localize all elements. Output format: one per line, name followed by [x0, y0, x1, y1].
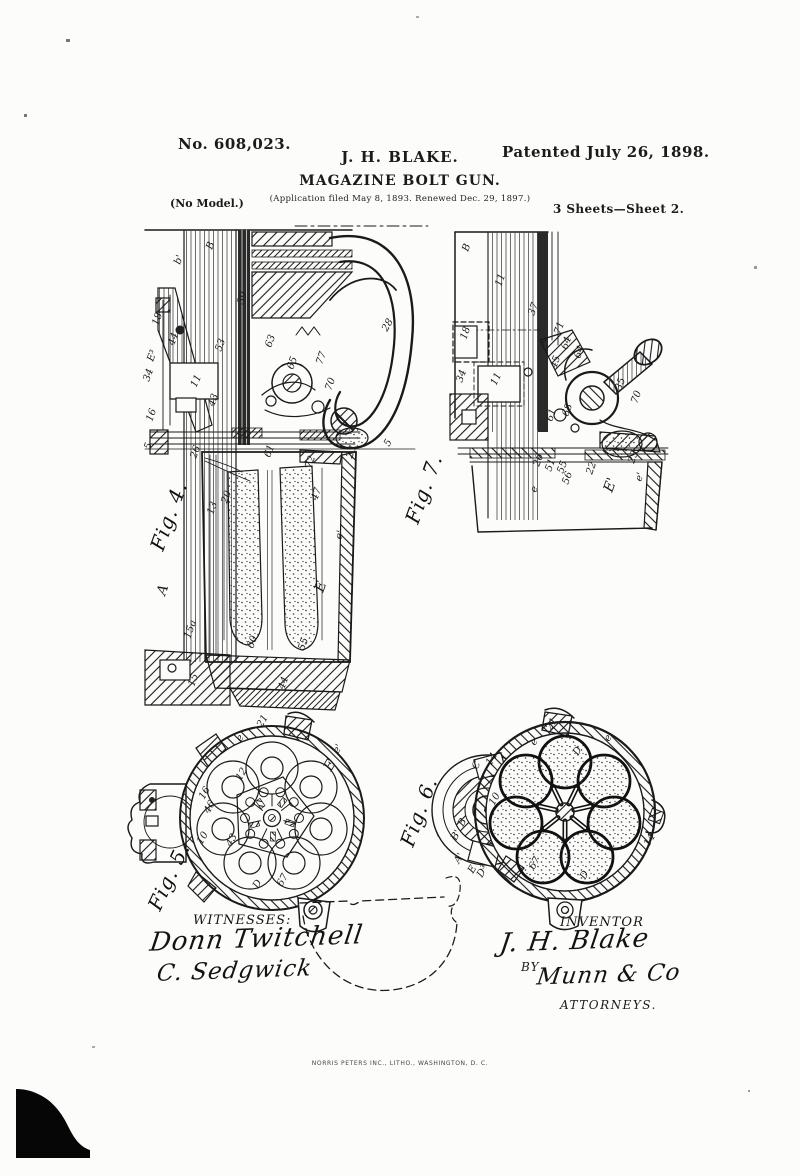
- part-label: 16: [144, 407, 159, 423]
- part-label: e': [633, 471, 646, 483]
- dashed-guard-outline: [299, 875, 461, 992]
- scan-speck: [416, 16, 419, 18]
- inventor-name-heading: J. H. BLAKE.: [341, 148, 459, 166]
- inventor-signature: J. H. Blake: [497, 923, 652, 959]
- part-label: 26: [188, 444, 203, 461]
- part-label: 55: [555, 459, 570, 475]
- part-label: 61: [262, 443, 277, 459]
- part-label: E³: [145, 349, 160, 364]
- part-label: 43: [206, 392, 221, 409]
- part-label: 34: [454, 368, 469, 384]
- part-label: e: [234, 733, 247, 744]
- part-label: 20: [219, 489, 234, 506]
- patent-number: No. 608,023.: [178, 135, 291, 153]
- part-label: 60: [245, 634, 260, 650]
- part-label: 18: [150, 311, 165, 327]
- part-label: E': [600, 476, 620, 496]
- part-label: 5: [142, 441, 155, 451]
- patent-date: Patented July 26, 1898.: [502, 143, 710, 161]
- figure-6-drawing: [431, 707, 666, 931]
- part-label: e: [528, 737, 541, 748]
- part-label: 13: [205, 500, 220, 516]
- application-line: (Application filed May 8, 1893. Renewed …: [269, 194, 531, 204]
- scan-speck: [66, 39, 70, 42]
- part-label: 44: [276, 675, 291, 692]
- scan-speck: [24, 114, 27, 117]
- part-label: B': [449, 828, 464, 843]
- part-label: 56: [560, 470, 575, 486]
- part-label: B: [460, 242, 473, 254]
- part-label: b': [172, 254, 185, 266]
- figure-5-drawing: [127, 711, 365, 933]
- part-label: A: [153, 582, 172, 599]
- part-label: 70: [629, 389, 644, 405]
- part-label: 64: [572, 344, 587, 360]
- part-label: 37: [526, 301, 541, 317]
- part-label: 11: [489, 371, 504, 387]
- figure-7-drawing: [449, 231, 669, 533]
- part-label: 70: [323, 376, 338, 392]
- attorney-signature: Munn & Co: [535, 959, 683, 991]
- patent-title: MAGAZINE BOLT GUN.: [299, 173, 501, 189]
- part-label: 26: [531, 452, 546, 469]
- part-label: 15: [186, 672, 201, 688]
- part-label: 77: [314, 350, 329, 366]
- part-label: 45: [548, 354, 563, 371]
- scan-speck: [92, 1046, 95, 1048]
- part-label: 65: [285, 355, 300, 371]
- part-label: A': [452, 851, 467, 866]
- scan-speck: [748, 1090, 750, 1092]
- part-label: B: [204, 240, 217, 252]
- witness-signature-2: C. Sedgwick: [155, 955, 314, 987]
- inventor-heading: INVENTOR: [560, 915, 644, 930]
- part-label: e': [333, 529, 346, 541]
- part-label: 22: [584, 460, 599, 477]
- part-label: 5: [382, 437, 395, 448]
- part-label: 23: [626, 449, 641, 466]
- part-label: 53: [213, 337, 228, 353]
- part-label: 71: [552, 320, 567, 336]
- scan-speck: [754, 266, 757, 269]
- part-label: 44: [166, 331, 181, 348]
- part-label: 68: [560, 402, 575, 418]
- figure-4-drawing: [144, 225, 429, 711]
- part-label: 18: [458, 325, 473, 341]
- scan-artifact-corner: [16, 1089, 90, 1158]
- part-label: 11: [493, 272, 508, 288]
- part-label: 23: [344, 444, 359, 461]
- sheet-note: 3 Sheets—Sheet 2.: [553, 202, 685, 216]
- no-model-note: (No Model.): [170, 197, 244, 210]
- part-label: 34: [141, 367, 156, 383]
- part-label: 11: [189, 373, 204, 389]
- witnesses-heading: WITNESSES:: [193, 913, 292, 928]
- part-label: 47: [309, 486, 324, 503]
- part-label: 63: [263, 333, 278, 349]
- part-label: 64: [559, 335, 574, 351]
- part-label: 51: [543, 457, 558, 473]
- attorneys-label: ATTORNEYS.: [560, 998, 657, 1012]
- part-label: 55: [296, 636, 311, 652]
- part-label: e: [528, 485, 540, 494]
- part-label: E: [311, 579, 330, 595]
- part-label: 39: [235, 290, 250, 306]
- figure-7-label: Fig. 7.: [400, 451, 447, 528]
- part-label: 35: [613, 376, 628, 392]
- part-label: 61: [544, 407, 559, 423]
- by-label: BY: [521, 960, 540, 974]
- printer-line: NORRIS PETERS INC., LITHO., WASHINGTON, …: [311, 1060, 489, 1067]
- part-label: 72: [303, 454, 318, 470]
